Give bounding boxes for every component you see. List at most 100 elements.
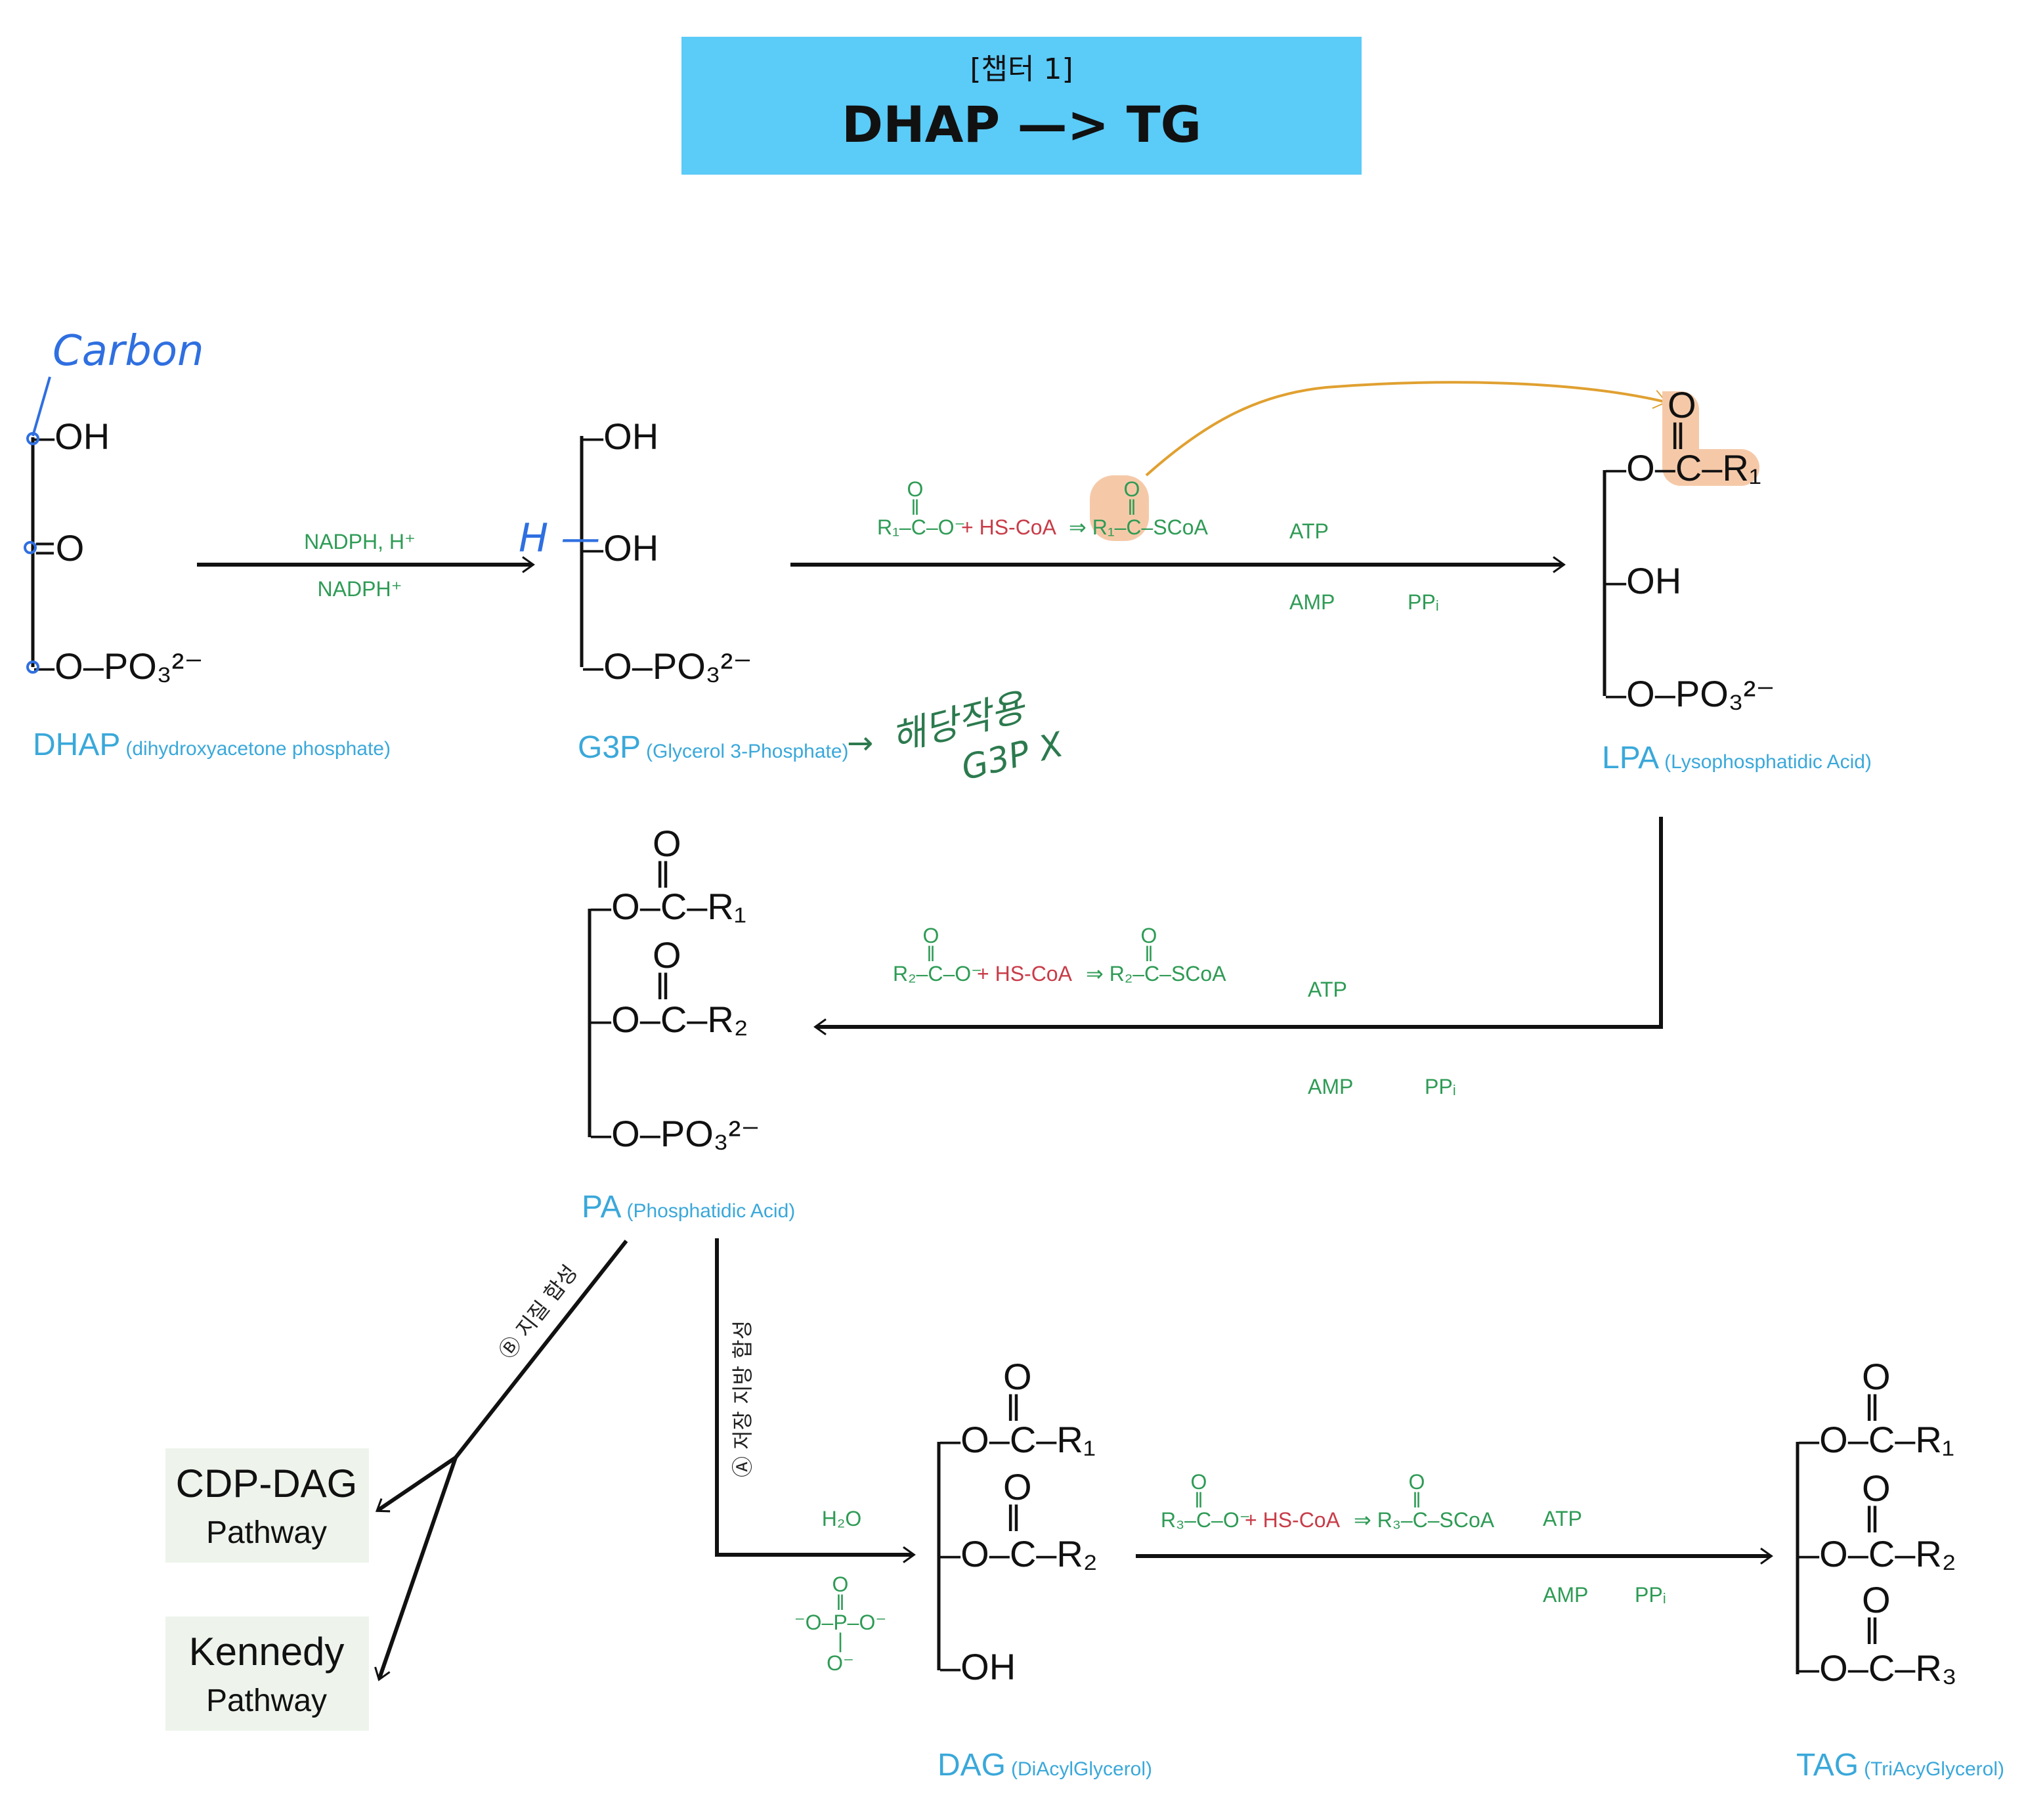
step5-product: ⇒ R₃–C–SCoA [1354,1508,1495,1532]
step3-product-oxygen: O [1141,924,1157,947]
step3-ppi: PPᵢ [1425,1075,1456,1098]
lpa-oxygen: O [1668,384,1696,425]
step3-coa: + HS-CoA [977,962,1073,986]
reaction-arrow-3 [813,817,1663,1035]
cdp-dag-subtitle: Pathway [206,1515,327,1550]
glycolysis-note-arrow: → [847,725,873,762]
phosphate-o-top: O [832,1572,849,1596]
g3p-label: G3P (Glycerol 3-Phosphate) [578,730,849,765]
dag-double-bond-2: ‖ [1006,1498,1021,1539]
pa-label: PA (Phosphatidic Acid) [582,1190,795,1224]
step5-product-double-bond: ‖ [1412,1488,1421,1512]
step5-ppi: PPᵢ [1635,1583,1666,1607]
tag-group-1: –O–C–R₁ [1799,1419,1954,1460]
header-banner: [챕터 1] DHAP —> TG [681,37,1362,175]
step2-reaction: O ‖ R₁–C–O⁻ + HS-CoA O ‖ ⇒ R₁–C–SCoA ATP… [877,477,1439,614]
tag-label: TAG (TriAcyGlycerol) [1796,1748,2004,1783]
carbon-note: Carbon [53,327,204,376]
step3-acid: R₂–C–O⁻ [893,962,982,986]
step3-acid-oxygen: O [923,924,939,947]
dag-group-2: –O–C–R₂ [940,1533,1098,1574]
chapter-label: [챕터 1] [970,53,1073,86]
step5-atp: ATP [1543,1507,1582,1530]
kennedy-subtitle: Pathway [206,1683,327,1718]
step2-product-oxygen: O [1124,477,1140,501]
carbon-annotation: Carbon [24,327,204,674]
step5-acid-oxygen: O [1191,1470,1207,1494]
cdp-dag-title: CDP-DAG [176,1462,358,1506]
step2-coa: + HS-CoA [961,515,1057,539]
branch-a-water: H₂O [822,1507,861,1530]
pa-double-bond-2: ‖ [655,966,670,1007]
step2-acid-double-bond: ‖ [911,496,919,519]
dhap-group-1: –OH [34,416,110,457]
g3p-group-2: –OH [583,527,658,569]
dag-group-1: –O–C–R₁ [940,1419,1096,1460]
step3-amp: AMP [1308,1075,1353,1098]
step5-reaction: O ‖ R₃–C–O⁻ + HS-CoA O ‖ ⇒ R₃–C–SCoA ATP… [1161,1470,1666,1607]
tag-double-bond-1: ‖ [1864,1387,1880,1429]
pa-double-bond-1: ‖ [655,854,670,896]
lpa-group-1: –O–C–R₁ [1606,447,1761,488]
step2-product: ⇒ R₁–C–SCoA [1069,515,1209,539]
lpa-group-3: –O–PO₃²⁻ [1606,673,1775,714]
dag-structure: O ‖ –O–C–R₁ O ‖ –O–C–R₂ –OH DAG (DiAcylG… [937,1356,1152,1783]
hydrogen-note: H — [519,515,600,561]
phosphate-double-bond: ‖ [836,1591,844,1614]
step3-product: ⇒ R₂–C–SCoA [1086,962,1226,986]
pa-oxygen-1: O [653,823,681,864]
glycolysis-note: → 해당작용 G3P X [847,685,1068,789]
tag-oxygen-1: O [1862,1356,1891,1397]
tag-double-bond-2: ‖ [1864,1499,1880,1540]
acyl-highlight [1090,475,1149,541]
step2-product-double-bond: ‖ [1127,496,1136,519]
step3-product-double-bond: ‖ [1144,942,1153,966]
tag-structure: O ‖ –O–C–R₁ O ‖ –O–C–R₂ O ‖ –O–C–R₃ TAG … [1796,1356,2004,1783]
step2-acid-oxygen: O [907,477,924,501]
dhap-label: DHAP (dihydroxyacetone phosphate) [33,727,391,762]
cdp-dag-pathway-box: CDP-DAG Pathway [165,1448,369,1563]
step5-product-oxygen: O [1409,1470,1425,1494]
branch-a-label: Ⓐ 저장 지방 합성 [730,1320,755,1477]
lpa-group-2: –OH [1606,560,1681,601]
tag-oxygen-3: O [1862,1579,1891,1620]
dag-label: DAG (DiAcylGlycerol) [938,1748,1152,1783]
step1-reagent-below: NADPH⁺ [318,577,402,601]
step1-reagent-above: NADPH, H⁺ [304,530,416,553]
g3p-structure: –OH –OH –O–PO₃²⁻ G3P (Glycerol 3-Phospha… [578,416,849,765]
step2-acid: R₁–C–O⁻ [877,515,965,539]
pa-group-1: –O–C–R₁ [591,886,746,927]
phosphate-middle: ⁻O–P–O⁻ [794,1611,887,1634]
page-title: DHAP —> TG [842,95,1201,154]
step5-amp: AMP [1543,1583,1588,1607]
phosphate-o-bottom: O⁻ [827,1651,854,1675]
step3-reaction: O ‖ R₂–C–O⁻ + HS-CoA O ‖ ⇒ R₂–C–SCoA ATP… [893,924,1456,1098]
lpa-structure: O ‖ –O–C–R₁ –OH –O–PO₃²⁻ LPA (Lysophosph… [1602,384,1872,775]
tag-double-bond-3: ‖ [1864,1611,1880,1652]
pa-oxygen-2: O [653,934,681,976]
pa-structure: O ‖ –O–C–R₁ O ‖ –O–C–R₂ –O–PO₃²⁻ PA (Pho… [582,823,795,1224]
acyl-transfer-arrow [1145,381,1668,477]
pa-group-3: –O–PO₃²⁻ [591,1113,760,1154]
g3p-group-3: –O–PO₃²⁻ [583,645,752,687]
dhap-group-2: =O [34,527,84,569]
tag-group-2: –O–C–R₂ [1799,1533,1956,1574]
dag-oxygen-1: O [1003,1356,1032,1397]
step3-acid-double-bond: ‖ [926,942,935,966]
dag-group-3: –OH [940,1646,1016,1687]
step2-ppi: PPᵢ [1408,590,1439,614]
kennedy-pathway-box: Kennedy Pathway [165,1616,369,1731]
tag-oxygen-2: O [1862,1467,1891,1509]
dag-double-bond-1: ‖ [1006,1387,1021,1429]
step2-amp: AMP [1289,590,1335,614]
step2-atp: ATP [1289,519,1329,543]
dag-oxygen-2: O [1003,1466,1032,1507]
dhap-structure: –OH =O –O–PO₃²⁻ DHAP (dihydroxyacetone p… [31,416,391,762]
g3p-group-1: –OH [583,416,658,457]
lpa-double-bond: ‖ [1670,416,1685,457]
step5-acid: R₃–C–O⁻ [1161,1508,1251,1532]
step5-coa: + HS-CoA [1245,1508,1341,1532]
step3-atp: ATP [1308,978,1347,1001]
lpa-label: LPA (Lysophosphatidic Acid) [1602,741,1872,775]
